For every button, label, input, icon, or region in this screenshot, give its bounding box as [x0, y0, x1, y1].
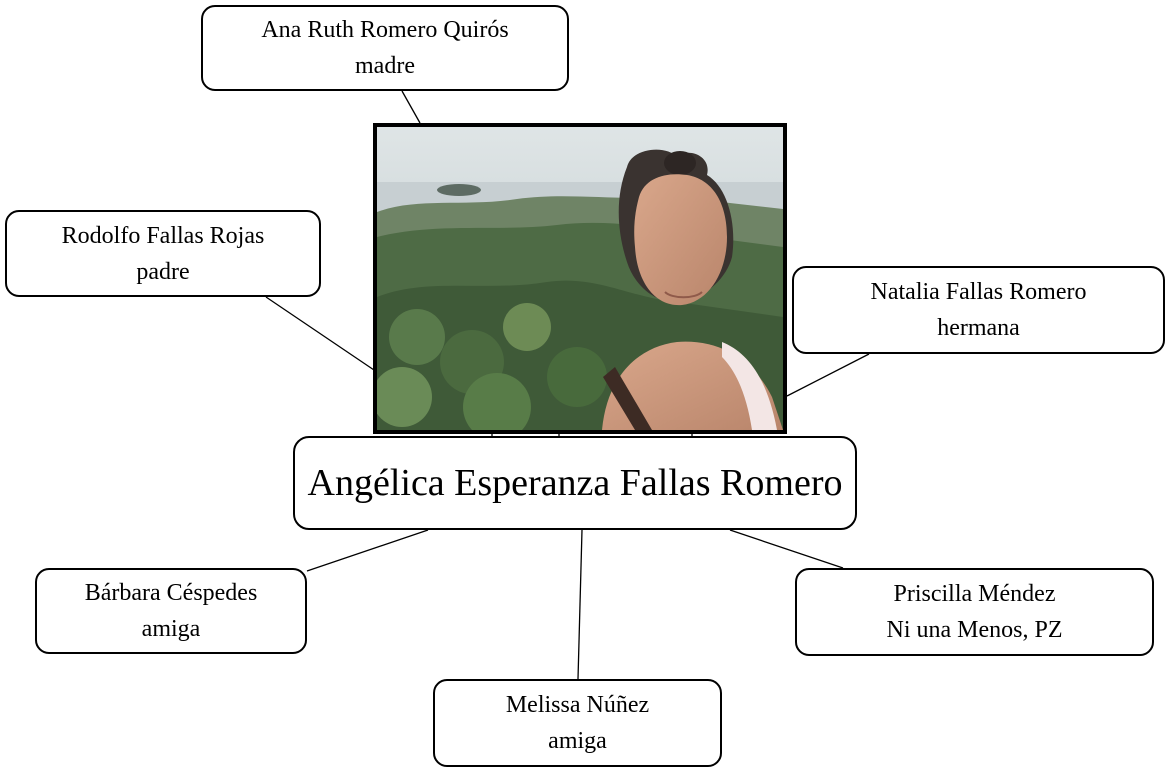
relation-role: hermana — [937, 315, 1020, 341]
node-hermana: Natalia Fallas Romero hermana — [792, 266, 1165, 354]
relation-name: Bárbara Céspedes — [84, 580, 258, 606]
relation-role: Ni una Menos, PZ — [886, 617, 1063, 643]
relation-role: madre — [355, 53, 415, 79]
relation-name: Natalia Fallas Romero — [870, 279, 1087, 305]
portrait-photo-icon — [377, 127, 783, 430]
node-barbara: Bárbara Céspedes amiga — [35, 568, 307, 654]
relation-name: Melissa Núñez — [505, 692, 650, 718]
relation-role: padre — [136, 258, 190, 285]
connector-padre — [265, 296, 375, 371]
node-priscilla: Priscilla Méndez Ni una Menos, PZ — [795, 568, 1154, 656]
connector-hermana — [786, 353, 870, 397]
connector-priscilla — [729, 529, 844, 569]
node-melissa: Melissa Núñez amiga — [433, 679, 722, 767]
center-name: Angélica Esperanza Fallas Romero — [307, 462, 843, 504]
node-padre: Rodolfo Fallas Rojas padre — [5, 210, 321, 297]
relation-name: Rodolfo Fallas Rojas — [61, 222, 265, 249]
connector-madre — [401, 90, 421, 124]
portrait-photo — [373, 123, 787, 434]
connector-barbara — [306, 529, 429, 572]
relation-name: Priscilla Méndez — [893, 581, 1056, 607]
center-node: Angélica Esperanza Fallas Romero — [293, 436, 857, 530]
relation-role: amiga — [141, 616, 201, 642]
relation-role: amiga — [548, 728, 607, 754]
connector-melissa — [577, 529, 583, 680]
relation-name: Ana Ruth Romero Quirós — [261, 17, 509, 43]
node-madre: Ana Ruth Romero Quirós madre — [201, 5, 569, 91]
